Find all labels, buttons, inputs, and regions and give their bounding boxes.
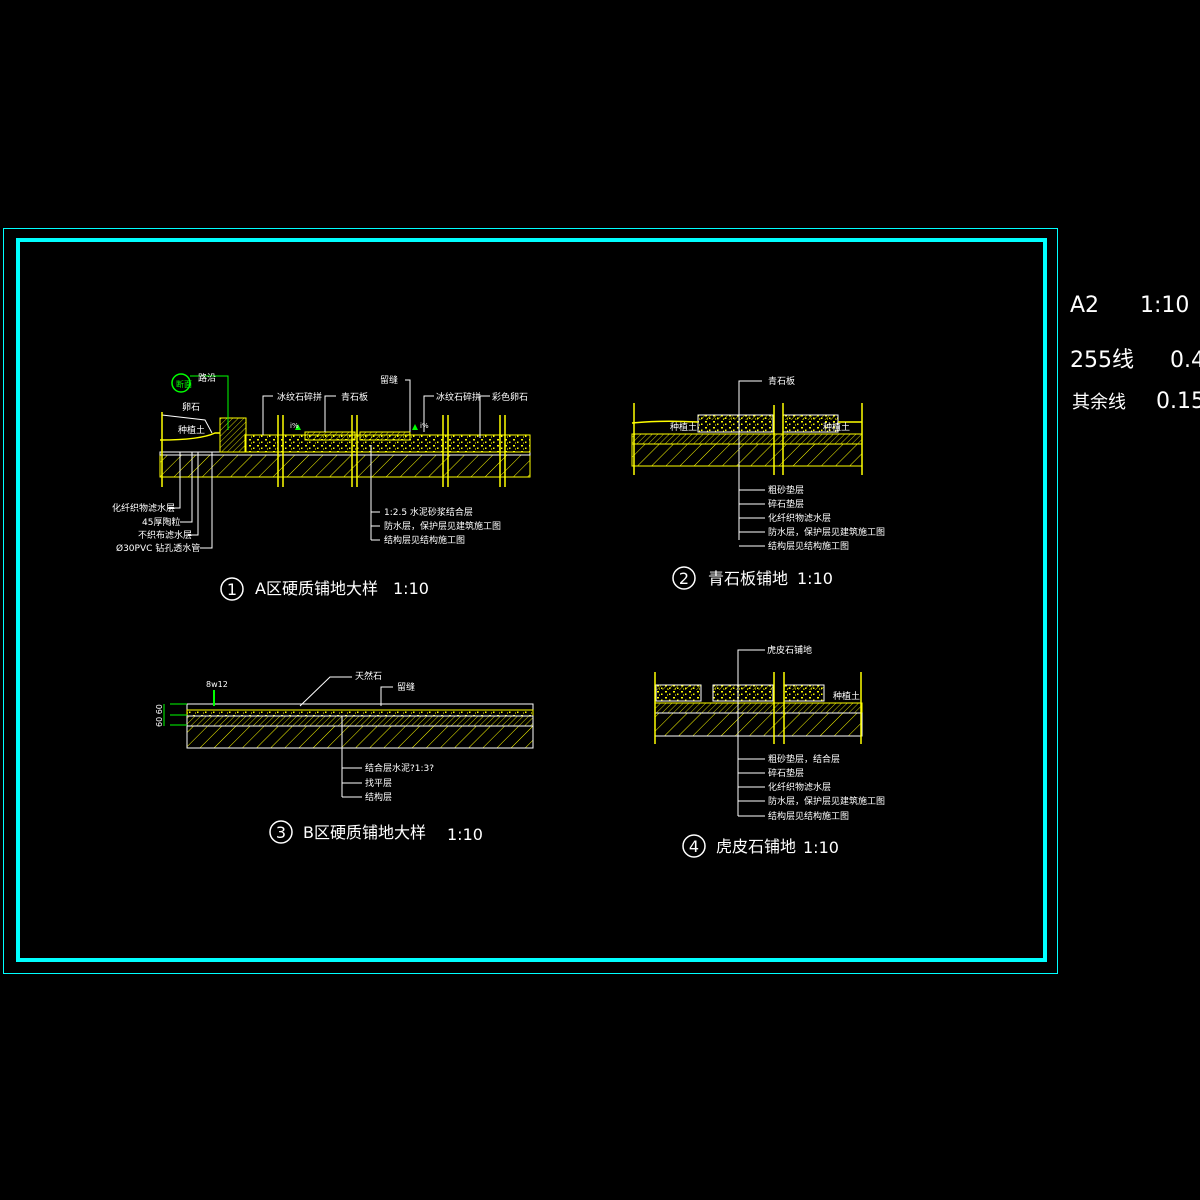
left-label: 45厚陶粒 — [142, 516, 180, 528]
top-label: 留缝 — [380, 374, 398, 386]
joint-mark: 8w12 — [206, 680, 228, 689]
label-soil: 种植土 — [178, 424, 205, 436]
other-line-value: 0.15 — [1156, 389, 1200, 414]
detail-title: 青石板铺地 — [708, 569, 788, 588]
label-soil: 种植土 — [670, 421, 697, 433]
sheet-size: A2 — [1070, 293, 1099, 318]
detail-scale: 1:10 — [803, 838, 839, 857]
label-curb: 路沿 — [198, 372, 216, 384]
detail-3-section — [163, 676, 534, 798]
side-notes: A2 1:10 255线 0.4 其余线 0.15 — [1070, 293, 1200, 414]
detail-2-section — [631, 380, 863, 547]
detail-number: 1 — [227, 580, 237, 599]
dimension: 60 60 — [155, 704, 164, 727]
detail-title: B区硬质铺地大样 — [303, 823, 426, 842]
detail-title: A区硬质铺地大样 — [255, 579, 378, 598]
detail-2-labels: 青石板 种植土 种植土 粗砂垫层 碎石垫层 化纤织物滤水层 防水层，保护层见建筑… — [670, 375, 885, 590]
detail-title: 虎皮石铺地 — [716, 837, 796, 856]
detail-number: 2 — [679, 569, 689, 588]
layer-label: 化纤织物滤水层 — [768, 512, 831, 524]
layer-label: 碎石垫层 — [768, 767, 804, 779]
layer-label: 防水层，保护层见建筑施工图 — [768, 526, 885, 538]
detail-4-labels: 虎皮石铺地 种植土 粗砂垫层，结合层 碎石垫层 化纤织物滤水层 防水层，保护层见… — [682, 644, 885, 858]
detail-3-labels: 8w12 60 60 天然石 留缝 结合层水泥?1:3? 找平层 结构层 3 B… — [155, 670, 483, 844]
top-label: 彩色卵石 — [492, 391, 528, 403]
detail-4-section — [654, 649, 863, 817]
layer-label: 结构层 — [365, 791, 392, 803]
layer-label: 粗砂垫层，结合层 — [768, 753, 840, 765]
sheet-scale: 1:10 — [1140, 293, 1189, 318]
right-label: 1:2.5 水泥砂浆结合层 — [384, 506, 473, 518]
top-label: 青石板 — [341, 391, 368, 403]
line255-value: 0.4 — [1170, 348, 1200, 373]
detail-number: 3 — [276, 823, 286, 842]
left-label: Ø30PVC 钻孔透水管 — [116, 542, 200, 554]
layer-label: 粗砂垫层 — [768, 484, 804, 496]
detail-1-labels: 断面 路沿 卵石 种植土 冰纹石碎拼 青石板 留缝 冰纹石碎拼 彩色卵石 i% … — [112, 372, 528, 601]
layer-label: 结构层见结构施工图 — [768, 810, 849, 822]
layer-label: 化纤织物滤水层 — [768, 781, 831, 793]
section-callout: 断面 — [176, 379, 192, 389]
inner-frame — [16, 238, 1047, 962]
layer-label: 结合层水泥?1:3? — [365, 762, 434, 774]
layer-label: 碎石垫层 — [768, 498, 804, 510]
left-label: 不织布滤水层 — [138, 529, 192, 541]
line255-label: 255线 — [1070, 348, 1134, 373]
right-label: 防水层，保护层见建筑施工图 — [384, 520, 501, 532]
detail-number: 4 — [689, 837, 699, 856]
top-label: 冰纹石碎拼 — [436, 391, 481, 403]
detail-1-section — [159, 373, 531, 549]
layer-label: 找平层 — [365, 777, 392, 789]
layer-label: 结构层见结构施工图 — [768, 540, 849, 552]
other-line-label: 其余线 — [1072, 392, 1126, 413]
label-soil: 种植土 — [833, 690, 860, 702]
layer-label: 防水层，保护层见建筑施工图 — [768, 795, 885, 807]
slope-mark: i% — [290, 422, 299, 430]
top-label: 留缝 — [397, 681, 415, 693]
detail-scale: 1:10 — [447, 825, 483, 844]
slope-mark: i% — [420, 422, 429, 430]
top-label: 天然石 — [355, 670, 382, 682]
top-label: 青石板 — [768, 375, 795, 387]
top-label: 冰纹石碎拼 — [277, 391, 322, 403]
label-stone: 卵石 — [182, 402, 200, 413]
top-label: 虎皮石铺地 — [767, 644, 812, 656]
right-label: 结构层见结构施工图 — [384, 534, 465, 546]
label-soil: 种植土 — [823, 421, 850, 433]
detail-scale: 1:10 — [393, 579, 429, 598]
detail-scale: 1:10 — [797, 569, 833, 588]
outer-frame — [3, 228, 1058, 974]
left-label: 化纤织物滤水层 — [112, 502, 175, 514]
